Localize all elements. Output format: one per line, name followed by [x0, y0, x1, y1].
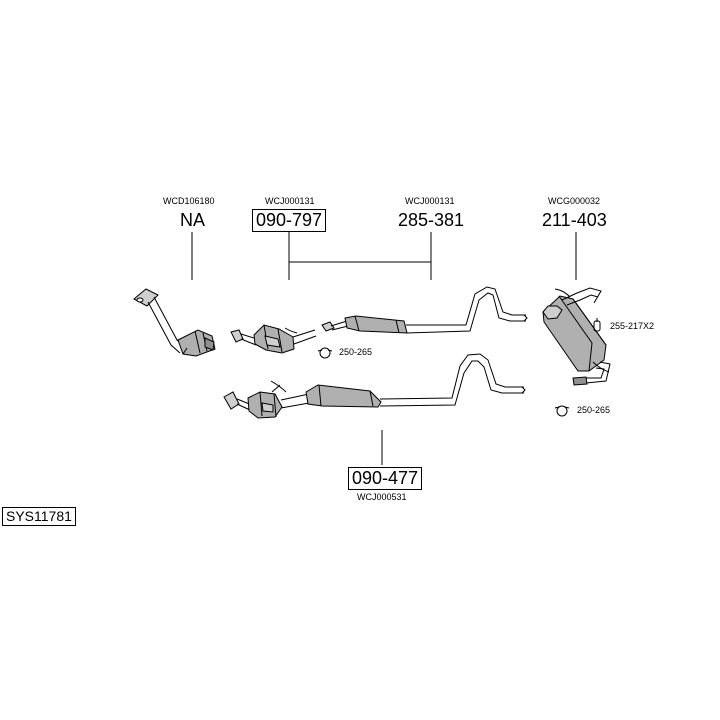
front-cat-number: 090-797: [252, 209, 327, 232]
front-cat-part: [230, 324, 317, 354]
alt-cat-code: WCJ000531: [357, 492, 407, 502]
front-pipe-code: WCD106180: [163, 196, 215, 206]
front-pipe-part: [133, 288, 216, 357]
clamp-rear-label: 250-265: [577, 405, 611, 415]
clamp-rear-icon: [554, 405, 570, 417]
alt-cat-number: 090-477: [348, 467, 423, 490]
rear-silencer-number: 211-403: [542, 210, 607, 230]
front-cat-code: WCJ000131: [265, 196, 315, 206]
clamp-center-label: 250-265: [339, 347, 373, 357]
center-pipe-part: [321, 286, 528, 334]
center-pipe-code: WCJ000131: [405, 196, 455, 206]
center-pipe-number: 285-381: [398, 210, 465, 230]
system-id: SYS11781: [2, 507, 76, 526]
front-pipe-number: NA: [180, 210, 206, 230]
hanger-rear-label: 255-217X2: [610, 321, 655, 331]
hanger-rear-icon: [593, 318, 601, 332]
rear-silencer-code: WCG000032: [548, 196, 601, 206]
alt-cat-system-part: [223, 353, 526, 419]
rear-silencer-part: [542, 287, 611, 386]
clamp-center-icon: [317, 347, 333, 359]
